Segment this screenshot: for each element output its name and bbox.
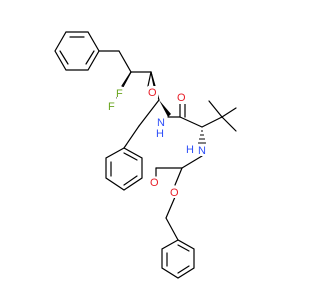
atom-label-fluorine-1: F [116,87,125,100]
atom-label-fluorine-2: F [108,100,117,113]
svg-text:O: O [170,187,179,199]
chemical-structure: F F O O N H N H O O [54,31,237,279]
svg-text:O: O [148,87,157,99]
atom-label-oxygen-carbamate-ester: O [170,186,180,199]
svg-text:F: F [116,88,123,100]
svg-text:H: H [156,128,164,140]
phenyl-ring-bottom [161,239,195,279]
svg-text:N: N [157,117,165,129]
atom-label-oxygen-amide: O [177,92,187,104]
amide-group [167,103,203,128]
svg-text:H: H [186,144,194,156]
svg-text:F: F [108,101,115,113]
atom-label-oxygen-ketone: O [148,86,158,99]
svg-text:O: O [177,92,186,104]
phenyl-ring-top [54,31,100,71]
phenyl-ring-left [105,147,143,191]
tert-butyl-group [201,100,237,132]
atom-label-oxygen-carbamate-carbonyl: O [150,177,160,189]
benzyl-stereocenter [123,99,171,149]
atom-label-nitrogen-amide: N H [155,114,165,140]
svg-text:N: N [198,145,206,157]
atom-label-nitrogen-carbamate: N H [186,144,206,157]
alkyl-chain [98,50,152,73]
carbamate-group [155,155,203,241]
stereo-hash-bond [198,130,206,144]
svg-text:O: O [150,177,159,189]
